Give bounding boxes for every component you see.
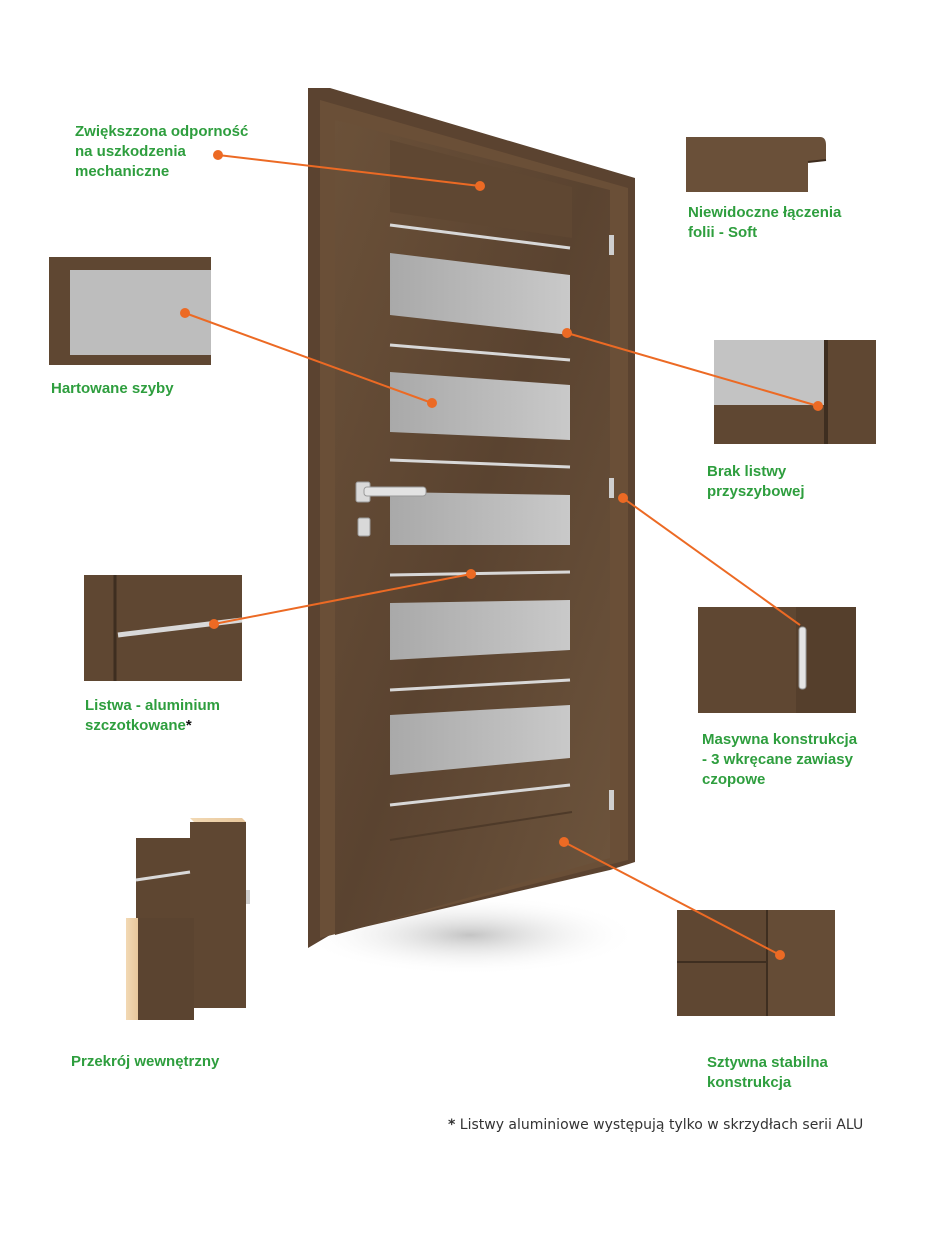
label-no-glazing-bead: Brak listwy przyszybowej	[707, 463, 805, 500]
bottom-rail-edge	[389, 811, 573, 841]
hinge	[609, 478, 614, 498]
aluminium-strip	[389, 458, 571, 469]
detail-no-glazing-bead	[714, 340, 876, 444]
glass-pane	[390, 372, 570, 440]
footnote: * Listwy aluminiowe występują tylko w sk…	[448, 1115, 863, 1135]
callout-line	[217, 154, 481, 187]
label-internal-section: Przekrój wewnętrzny	[71, 1053, 220, 1070]
glass-pane	[390, 600, 570, 660]
label-aluminium-strip: Listwa - aluminium szczotkowane*	[85, 696, 220, 736]
detail-tempered-glass	[49, 257, 211, 365]
detail-invisible-joints	[686, 137, 827, 192]
glass-pane	[390, 253, 570, 335]
callout-line	[622, 497, 801, 626]
hinge	[609, 790, 614, 810]
glass-pane	[390, 492, 570, 545]
callout-dot	[475, 181, 485, 191]
aluminium-strip	[389, 783, 571, 807]
lock-plate	[357, 517, 371, 537]
label-tempered-glass: Hartowane szyby	[51, 380, 174, 397]
callout-dot	[213, 150, 223, 160]
aluminium-strip	[389, 343, 571, 362]
label-damage-resistance: Zwiększzona odporność na uszkodzenia mec…	[75, 123, 249, 180]
callout-line	[213, 573, 472, 625]
label-rigid-construction: Sztywna stabilna konstrukcja	[707, 1054, 828, 1091]
detail-internal-section	[126, 818, 250, 1020]
footnote-asterisk: *	[448, 1117, 456, 1133]
detail-massive-construction	[698, 607, 856, 713]
callout-dot	[618, 493, 628, 503]
callout-dot	[466, 569, 476, 579]
callouts	[180, 150, 823, 960]
callout-dot	[427, 398, 437, 408]
label-aluminium-strip-text: Listwa - aluminium szczotkowane	[85, 697, 221, 734]
callout-line	[184, 312, 433, 404]
aluminium-strip	[389, 223, 571, 250]
glass-pane	[390, 705, 570, 775]
detail-aluminium-strip	[84, 575, 243, 681]
callout-dot	[813, 401, 823, 411]
label-massive-construction: Masywna konstrukcja - 3 wkręcane zawiasy…	[702, 731, 858, 788]
label-invisible-joints: Niewidoczne łączenia folii - Soft	[688, 204, 842, 241]
aluminium-strips	[389, 223, 571, 807]
footnote-text: Listwy aluminiowe występują tylko w skrz…	[455, 1117, 864, 1133]
callout-dot	[562, 328, 572, 338]
detail-rigid-construction	[677, 910, 835, 1016]
callout-dot	[180, 308, 190, 318]
callout-line	[563, 841, 781, 956]
door-handle	[363, 486, 427, 497]
hinge	[609, 235, 614, 255]
callout-dot	[209, 619, 219, 629]
callout-dot	[775, 950, 785, 960]
callout-dot	[559, 837, 569, 847]
callout-line	[566, 332, 819, 407]
aluminium-strip	[389, 678, 571, 692]
aluminium-strip	[389, 570, 571, 577]
label-aluminium-strip-asterisk: *	[185, 717, 192, 734]
glass-panes	[390, 253, 570, 775]
